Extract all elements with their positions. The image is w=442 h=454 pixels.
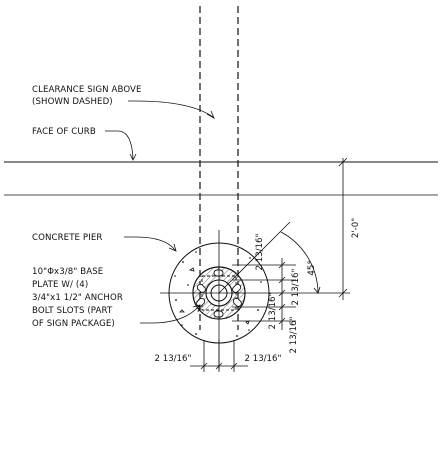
angle-arc <box>280 231 319 294</box>
plate-note-line1: 10"Φx3/8" BASE <box>32 267 103 277</box>
clearance-note-line2: (SHOWN DASHED) <box>32 97 113 107</box>
pier-note: CONCRETE PIER <box>32 233 102 243</box>
diagonal-45-line <box>218 221 291 294</box>
angle-label: 45° <box>307 260 317 275</box>
plate-note-line3: 3/4"x1 1/2" ANCHOR <box>32 293 123 303</box>
plate-leader <box>140 304 201 324</box>
clearance-note-line1: CLEARANCE SIGN ABOVE <box>32 85 142 95</box>
dim-right-lower-label: 2 13/16" <box>268 292 278 329</box>
curb-leader <box>105 130 134 161</box>
dim-bottom-right-label: 2 13/16" <box>245 354 282 364</box>
pier-leader <box>124 236 176 251</box>
plate-note-line5: OF SIGN PACKAGE) <box>32 319 115 329</box>
dim-bottom-left-label: 2 13/16" <box>155 354 192 364</box>
dim-upper-right-label: 2 13/16" <box>255 233 265 270</box>
clearance-leader <box>128 100 214 118</box>
plate-note-line2: PLATE W/ (4) <box>32 280 88 290</box>
plate-note-line4: BOLT SLOTS (PART <box>32 306 113 316</box>
curb-offset-dimension <box>290 157 350 300</box>
curb-note: FACE OF CURB <box>32 127 96 137</box>
right-stacked-dimensions <box>232 258 296 330</box>
bottom-dimensions <box>190 340 248 372</box>
dim-right-upper-label: 2 13/16" <box>291 268 301 305</box>
curb-offset-label: 2'-0" <box>351 218 361 238</box>
dim-right-lower-2-label: 2 13/16" <box>289 316 299 353</box>
